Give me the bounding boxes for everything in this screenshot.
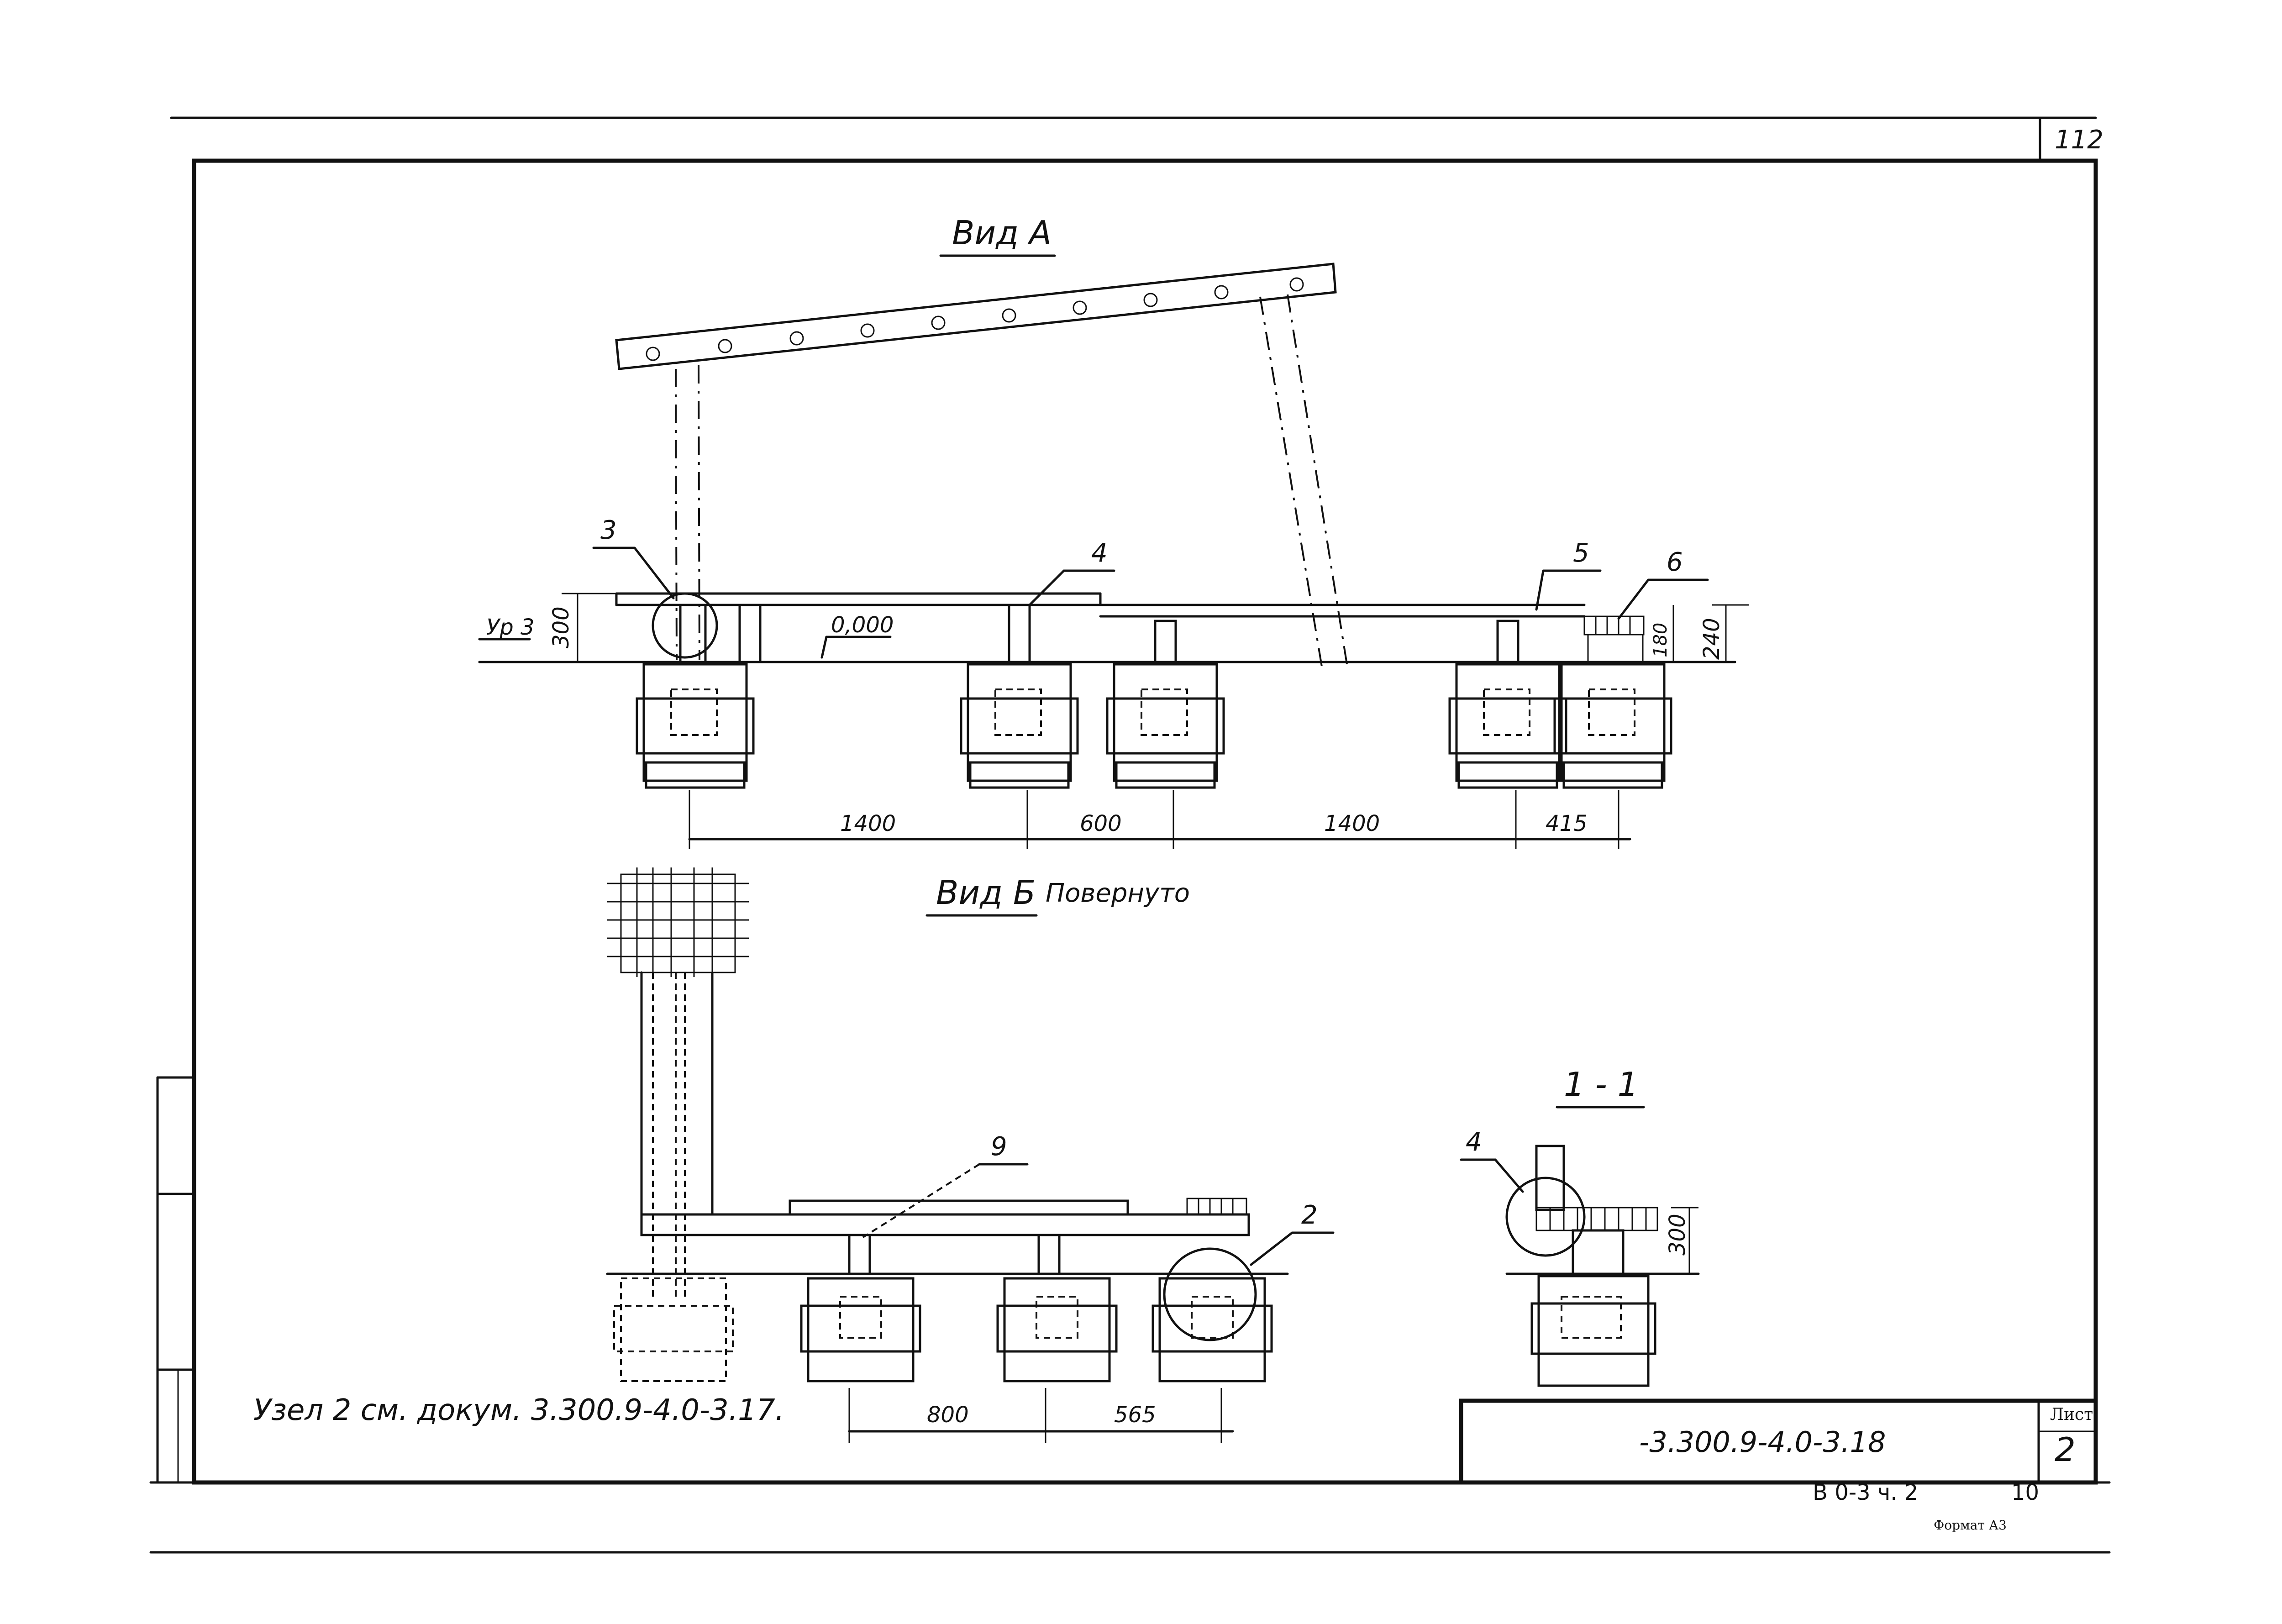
- view-a-level-marks: [478, 593, 1749, 662]
- view-b-callout-leaders: [862, 1163, 1335, 1266]
- callout-5: 5: [1573, 538, 1589, 568]
- callout-4-a: 4: [1091, 538, 1108, 568]
- view-b-column: [607, 867, 749, 1301]
- view-a-deck: [478, 592, 1736, 663]
- view-a-callout-leaders: [592, 547, 1709, 620]
- view-b-dimension-line: [848, 1388, 1234, 1443]
- bottom-code: В 0-3 ч. 2: [1813, 1480, 1918, 1505]
- section-drawing: [1460, 1145, 1700, 1387]
- dim-600: 600: [1080, 811, 1122, 836]
- node-note: Узел 2 см. докум. 3.300.9-4.0-3.17.: [253, 1393, 784, 1427]
- dim-300-section: 300: [1665, 1214, 1690, 1256]
- callout-6: 6: [1667, 547, 1683, 577]
- dim-180-a: 180: [1650, 623, 1671, 657]
- view-b-foundations: [613, 1277, 1273, 1382]
- dim-300-a: 300: [548, 606, 574, 648]
- sheet-frame: [149, 116, 2111, 1554]
- dim-240-a: 240: [1699, 618, 1725, 660]
- inclined-beam: [615, 263, 1337, 370]
- format-label: Формат А3: [1934, 1518, 2007, 1533]
- corner-number: 112: [2055, 125, 2103, 155]
- zero-mark: 0,000: [831, 612, 894, 638]
- view-a-title: Вид А: [952, 214, 1052, 252]
- view-a-dimension-line: [688, 790, 1631, 849]
- callout-3: 3: [600, 515, 617, 545]
- callout-4-section: 4: [1466, 1127, 1482, 1157]
- view-b-subtitle: Повернуто: [1046, 878, 1190, 908]
- dim-1400-1: 1400: [840, 811, 896, 836]
- bottom-number: 10: [2011, 1480, 2039, 1505]
- dim-415: 415: [1546, 811, 1588, 836]
- level-label: Ур 3: [486, 615, 535, 640]
- view-b-title: Вид Б: [936, 873, 1036, 912]
- doc-code: -3.300.9-4.0-3.18: [1639, 1425, 1886, 1459]
- view-b-deck: [606, 1198, 1289, 1341]
- inclined-supports: [675, 294, 1348, 667]
- dim-800: 800: [927, 1402, 969, 1428]
- sheet-number: 2: [2055, 1430, 2076, 1469]
- dim-565: 565: [1114, 1402, 1156, 1428]
- view-a-foundations: [636, 663, 1672, 789]
- callout-2: 2: [1301, 1200, 1318, 1230]
- sheet-label: Лист: [2050, 1405, 2093, 1424]
- dim-1400-2: 1400: [1324, 811, 1380, 836]
- callout-9: 9: [991, 1132, 1007, 1162]
- section-title: 1 - 1: [1564, 1065, 1638, 1104]
